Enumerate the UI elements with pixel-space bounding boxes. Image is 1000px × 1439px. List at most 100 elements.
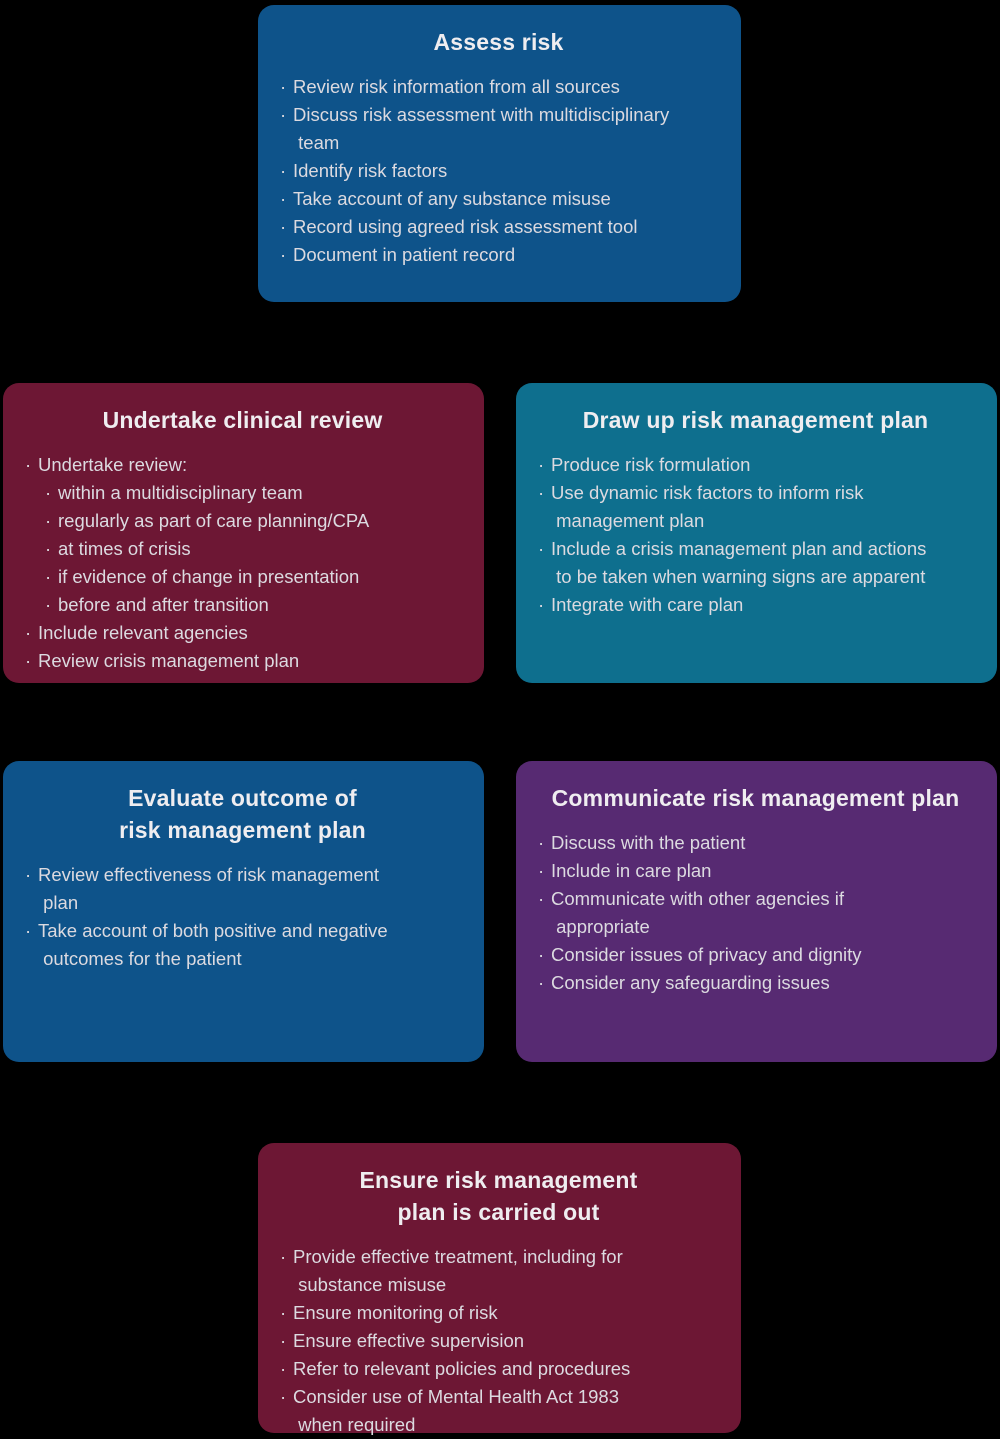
bullet-dot-icon: ·: [280, 1246, 287, 1267]
bullet-item: ·at times of crisis: [45, 535, 460, 563]
bullet-item: · if evidence of change in presentation: [45, 563, 460, 591]
bullet-text: Consider any safeguarding issues: [551, 972, 830, 993]
box-title: Ensure risk management plan is carried o…: [359, 1167, 638, 1225]
bullet-item: · Record using agreed risk assessment too…: [280, 213, 717, 241]
bullet-item: · Discuss with the patient: [538, 829, 973, 857]
bullet-dot-icon: ·: [45, 594, 52, 615]
bullet-dot-icon: ·: [280, 1386, 287, 1407]
bullet-text: Review crisis management plan: [38, 650, 300, 671]
bullet-text: Review effectiveness of risk management …: [38, 864, 380, 913]
bullet-text: Take account of both positive and negati…: [38, 920, 388, 969]
bullet-item: · Integrate with care plan: [538, 591, 973, 619]
bullet-dot-icon: ·: [25, 454, 32, 475]
bullet-text: Discuss with the patient: [551, 832, 746, 853]
bullet-text: Identify risk factors: [293, 160, 448, 181]
bullet-text: Consider issues of privacy and dignity: [551, 944, 862, 965]
bullet-item: · Review effectiveness of risk management…: [25, 861, 460, 917]
bullet-item: ·Take account of any substance misuse: [280, 185, 717, 213]
bullet-dot-icon: ·: [280, 76, 287, 97]
bullet-dot-icon: ·: [25, 650, 32, 671]
box-ensure-plan-carried-out: Ensure risk management plan is carried o…: [258, 1143, 741, 1435]
bullet-item: · Use dynamic risk factors to inform risk…: [538, 479, 973, 535]
bullet-item: · Review risk information from all source…: [280, 73, 717, 101]
bullet-text: Produce risk formulation: [551, 454, 751, 475]
bullet-dot-icon: ·: [538, 482, 545, 503]
bullet-text: regularly as part of care planning/CPA: [58, 510, 370, 531]
bullet-dot-icon: ·: [45, 538, 52, 559]
bullet-dot-icon: ·: [280, 216, 287, 237]
bullet-dot-icon: ·: [280, 1302, 287, 1323]
bullet-item: · Ensure monitoring of risk: [280, 1299, 717, 1327]
bullet-text: Provide effective treatment, including f…: [293, 1246, 623, 1295]
bullet-item: · Include relevant agencies: [25, 619, 460, 647]
bullet-text: Integrate with care plan: [551, 594, 744, 615]
bullet-dot-icon: ·: [538, 888, 545, 909]
bullet-dot-icon: ·: [45, 566, 52, 587]
bullet-text: Use dynamic risk factors to inform risk …: [551, 482, 864, 531]
bullet-dot-icon: ·: [25, 864, 32, 885]
bullet-dot-icon: ·: [25, 920, 32, 941]
bullet-text: before and after transition: [58, 594, 269, 615]
bullet-dot-icon: ·: [538, 860, 545, 881]
bullet-dot-icon: ·: [280, 188, 287, 209]
bullet-dot-icon: ·: [538, 832, 545, 853]
bullet-list: · Review effectiveness of risk management…: [25, 861, 460, 973]
bullet-dot-icon: ·: [538, 972, 545, 993]
bullet-item: · before and after transition: [45, 591, 460, 619]
bullet-item: · Produce risk formulation: [538, 451, 973, 479]
bullet-item: · Ensure effective supervision: [280, 1327, 717, 1355]
bullet-text: Discuss risk assessment with multidiscip…: [293, 104, 670, 153]
bullet-item: · Include a crisis management plan and ac…: [538, 535, 973, 591]
bullet-text: Communicate with other agencies if appro…: [551, 888, 845, 937]
bullet-text: Review risk information from all sources: [293, 76, 620, 97]
box-undertake-clinical-review: Undertake clinical review · Undertake rev…: [3, 383, 484, 683]
bullet-item: · within a multidisciplinary team: [45, 479, 460, 507]
bullet-list: · Discuss with the patient · Include in car…: [538, 829, 973, 997]
bullet-text: Ensure monitoring of risk: [293, 1302, 498, 1323]
box-communicate-risk-management-plan: Communicate risk management plan · Discus…: [516, 761, 997, 1062]
box-assess-risk: Assess risk ·Review risk information fro…: [258, 5, 741, 302]
bullet-dot-icon: ·: [45, 482, 52, 503]
bullet-dot-icon: ·: [25, 622, 32, 643]
bullet-list: · Review risk information from all source…: [280, 73, 717, 269]
bullet-item: · Document in patient record: [280, 241, 717, 269]
bullet-dot-icon: ·: [538, 594, 545, 615]
bullet-text: Refer to relevant policies and procedure…: [293, 1358, 631, 1379]
bullet-item: · Review crisis management plan: [25, 647, 460, 675]
bullet-item: · Communicate with other agencies if appr…: [538, 885, 973, 941]
bullet-list: · Undertake review: · within a multidiscipl…: [25, 451, 460, 675]
box-title: Communicate risk management plan: [551, 785, 960, 811]
bullet-text: Ensure effective supervision: [293, 1330, 525, 1351]
bullet-text: Undertake review:: [38, 454, 188, 475]
bullet-item: · Discuss risk assessment with multidisci…: [280, 101, 717, 157]
bullet-dot-icon: ·: [280, 1358, 287, 1379]
bullet-text: Include relevant agencies: [38, 622, 248, 643]
bullet-text: Record using agreed risk assessment tool: [293, 216, 638, 237]
bullet-list: · Produce risk formulation · Use dynamic ri…: [538, 451, 973, 619]
bullet-text: Document in patient record: [293, 244, 516, 265]
box-title: Draw up risk management plan: [582, 407, 929, 433]
box-draw-up-risk-management-plan: Draw up risk management plan · Produce ri…: [516, 383, 997, 683]
bullet-item: · Consider any safeguarding issues: [538, 969, 973, 997]
bullet-dot-icon: ·: [45, 510, 52, 531]
bullet-list: · Provide effective treatment, including …: [280, 1243, 717, 1439]
bullet-dot-icon: ·: [280, 244, 287, 265]
bullet-text: within a multidisciplinary team: [58, 482, 303, 503]
bullet-dot-icon: ·: [280, 104, 287, 125]
bullet-text: Consider use of Mental Health Act 1983 w…: [293, 1386, 619, 1435]
bullet-item: · Provide effective treatment, including …: [280, 1243, 717, 1299]
bullet-text: Include in care plan: [551, 860, 712, 881]
bullet-dot-icon: ·: [538, 454, 545, 475]
bullet-dot-icon: ·: [280, 1330, 287, 1351]
box-evaluate-outcome: Evaluate outcome of risk management plan…: [3, 761, 484, 1062]
bullet-item: · Undertake review:: [25, 451, 460, 479]
bullet-item: · Include in care plan: [538, 857, 973, 885]
bullet-text: if evidence of change in presentation: [58, 566, 360, 587]
bullet-text: Include a crisis management plan and act…: [551, 538, 927, 587]
box-title: Undertake clinical review: [102, 407, 383, 433]
box-title: Evaluate outcome of risk management plan: [119, 785, 366, 843]
bullet-item: · Take account of both positive and negat…: [25, 917, 460, 973]
bullet-dot-icon: ·: [538, 538, 545, 559]
bullet-item: · Consider use of Mental Health Act 1983 …: [280, 1383, 717, 1439]
